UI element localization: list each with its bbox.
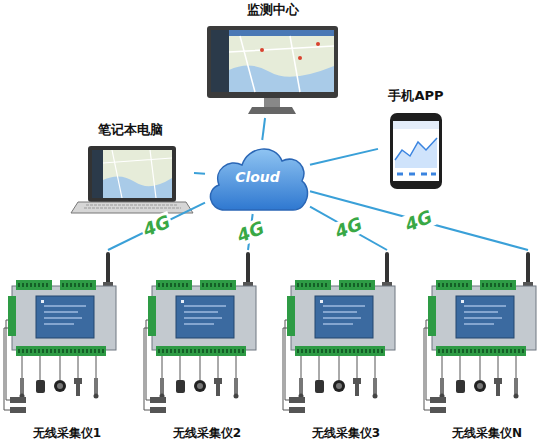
map-marker xyxy=(260,48,264,52)
network-link xyxy=(262,118,265,140)
screen-sidebar xyxy=(92,150,103,198)
laptop-base xyxy=(71,202,193,213)
edge-label: 4G xyxy=(138,211,174,241)
network-link xyxy=(310,207,387,250)
device-label: 笔记本电脑 xyxy=(98,122,163,139)
laptop-lid xyxy=(88,146,176,202)
app-tabs xyxy=(397,173,436,176)
device-label: 无线采集仪3 xyxy=(312,426,380,442)
device-label: 手机APP xyxy=(388,88,443,105)
edge-label: 4G xyxy=(401,206,437,236)
wireless-collector: 无线采集仪2 xyxy=(148,250,266,442)
map-roads xyxy=(103,150,172,198)
map-marker xyxy=(316,42,320,46)
network-link xyxy=(108,203,205,250)
laptop-keys xyxy=(84,205,181,208)
screen-sidebar xyxy=(211,30,229,92)
edge-label: 4G xyxy=(330,213,366,243)
app-header xyxy=(393,121,439,129)
network-link xyxy=(310,149,378,165)
network-link xyxy=(310,191,528,250)
map-marker xyxy=(298,56,302,60)
map-water xyxy=(229,65,334,92)
cloud-label: Cloud xyxy=(235,168,280,186)
device-label: 无线采集仪1 xyxy=(33,426,101,442)
monitor-frame xyxy=(207,26,338,98)
map-water xyxy=(103,176,172,198)
laptop-screen xyxy=(92,150,172,198)
app-chart-line xyxy=(395,138,437,160)
phone-screen xyxy=(393,121,439,181)
device-label: 无线采集仪N xyxy=(452,426,522,442)
monitor-base xyxy=(248,107,296,114)
wireless-collector: 无线采集仪N xyxy=(428,250,546,442)
phone-app: 手机APP xyxy=(378,88,454,192)
phone-body xyxy=(390,113,442,189)
collector-device xyxy=(283,252,395,413)
app-chart-area xyxy=(395,138,437,168)
laptop: 笔记本电脑 xyxy=(66,122,194,216)
wireless-collector: 无线采集仪3 xyxy=(287,250,405,442)
cloud: Cloud xyxy=(205,140,310,214)
screen-header xyxy=(229,30,334,36)
collector-device xyxy=(144,252,256,413)
network-link xyxy=(194,172,205,175)
map-roads xyxy=(229,36,334,92)
cloud-outline xyxy=(210,149,307,210)
monitor-screen xyxy=(211,30,334,92)
monitoring-center: 监测中心 xyxy=(200,2,345,118)
edge-label: 4G xyxy=(232,217,268,247)
device-label: 监测中心 xyxy=(247,2,299,19)
device-label: 无线采集仪2 xyxy=(173,426,241,442)
wireless-collector: 无线采集仪1 xyxy=(8,250,126,442)
collector-device xyxy=(4,252,116,413)
monitor-neck xyxy=(264,98,280,108)
collector-device xyxy=(424,252,536,413)
